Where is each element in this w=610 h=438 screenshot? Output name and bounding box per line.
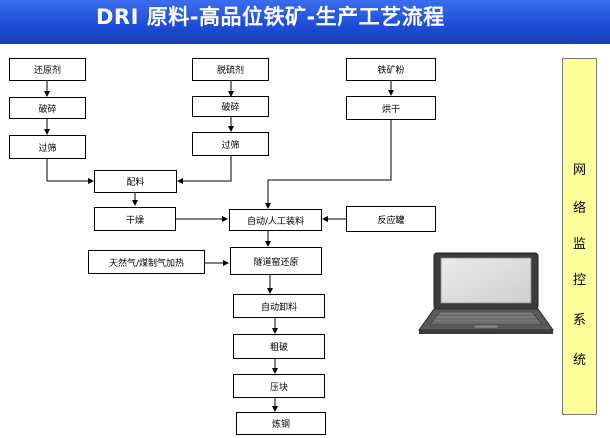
arrow-sieve-mid-batching — [177, 156, 232, 184]
panel-char: 控 — [572, 273, 586, 288]
box-batching: 配料 — [94, 170, 177, 193]
page-title: DRI 原料-高品位铁矿-生产工艺流程 — [96, 5, 445, 29]
box-sieve-left: 过筛 — [9, 135, 86, 159]
panel-char: 统 — [572, 353, 586, 368]
panel-char: 监 — [572, 237, 586, 252]
box-gas-heating: 天然气/煤制气加热 — [88, 250, 205, 274]
box-coarse-crush: 粗破 — [233, 334, 325, 359]
panel-char: 络 — [572, 201, 586, 216]
box-steelmaking: 炼钢 — [236, 412, 326, 435]
box-reductant: 还原剂 — [9, 58, 86, 81]
box-drying: 干燥 — [94, 207, 176, 231]
box-drying-ore: 烘干 — [346, 96, 436, 120]
box-charging: 自动/人工装料 — [229, 209, 322, 231]
arrow-drying-ore-charging — [265, 120, 392, 209]
title-banner: DRI 原料-高品位铁矿-生产工艺流程 — [0, 0, 610, 44]
box-reactor: 反应罐 — [346, 206, 436, 232]
panel-char: 网 — [572, 163, 586, 178]
network-monitoring-panel: 网 络 监 控 系 统 — [562, 58, 597, 415]
arrow-sieve-left-batching — [46, 159, 94, 184]
box-desulfurizer: 脱硫剂 — [192, 58, 269, 81]
box-briquetting: 压块 — [233, 374, 325, 398]
box-unloading: 自动卸料 — [233, 294, 325, 318]
panel-char: 系 — [572, 313, 586, 328]
box-sieve-mid: 过筛 — [192, 132, 269, 156]
box-ore-powder: 铁矿粉 — [346, 58, 436, 81]
box-crush-left: 破碎 — [9, 97, 86, 119]
box-tunnel-kiln: 隧道窑还原 — [230, 247, 322, 275]
laptop-icon — [418, 252, 554, 334]
box-crush-mid: 破碎 — [192, 96, 269, 117]
